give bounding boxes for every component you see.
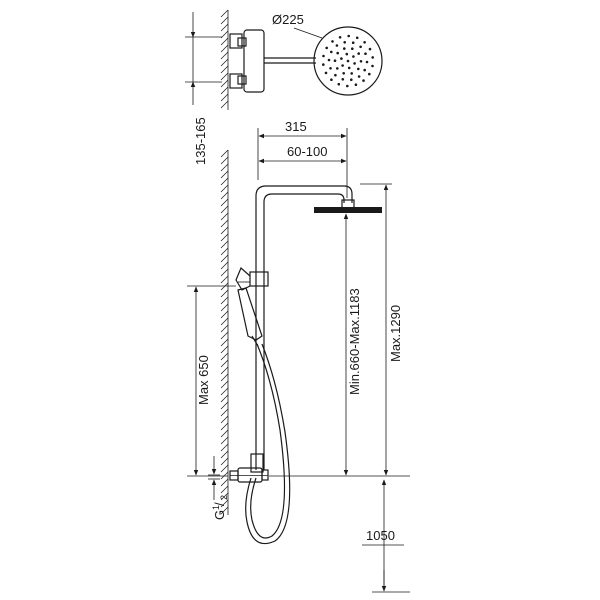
nozzle-dot	[336, 51, 340, 55]
nozzle-dot	[327, 58, 331, 62]
nozzle-dot	[342, 72, 346, 75]
arm-length-label: 315	[285, 119, 307, 134]
nozzle-dot	[324, 71, 328, 75]
nozzle-dot	[330, 50, 333, 54]
nozzle-dot	[325, 46, 329, 50]
nozzle-dot	[345, 52, 349, 56]
head-diameter-label: Ø225	[272, 12, 304, 27]
nozzle-dot	[357, 75, 361, 78]
flexible-hose	[250, 343, 286, 539]
nozzle-dot	[347, 34, 351, 38]
valve-centers-label: 135-165	[193, 117, 208, 165]
rail-max-label: Max 650	[196, 355, 211, 405]
nozzle-dot	[352, 55, 355, 58]
nozzle-dot	[347, 66, 351, 70]
nozzle-dot	[368, 72, 371, 76]
rain-head-plan	[313, 26, 383, 96]
nozzle-dot	[331, 40, 334, 43]
nozzle-dot	[368, 47, 372, 51]
nozzle-dot	[371, 56, 375, 59]
nozzle-dot	[338, 36, 342, 39]
nozzle-dot	[336, 67, 339, 70]
side-view: 315 60-100 Min.660-Max.1183 Max.1290 105…	[187, 119, 410, 593]
hand-shower	[237, 287, 263, 341]
svg-text:/: /	[212, 502, 227, 506]
nozzle-dot	[357, 52, 361, 55]
nozzle-dot	[334, 73, 337, 77]
top-view: 135-165 Ø225	[185, 9, 383, 165]
nozzle-dot	[341, 78, 345, 81]
floor-height-label: 1050	[366, 528, 395, 543]
nozzle-dot	[341, 64, 344, 67]
nozzle-dot	[354, 83, 358, 86]
nozzle-dot	[335, 44, 339, 47]
total-height-label: Max.1290	[388, 305, 403, 362]
nozzle-dot	[362, 79, 365, 82]
nozzle-dot	[357, 67, 360, 71]
nozzle-dot	[359, 45, 362, 49]
nozzle-dot	[365, 60, 369, 64]
nozzle-dot	[371, 64, 374, 68]
nozzle-dot	[343, 47, 346, 50]
side-wall-hatch	[220, 149, 229, 515]
nozzle-dot	[355, 36, 359, 40]
nozzle-dot	[353, 62, 356, 65]
arm-adjust-label: 60-100	[287, 144, 327, 159]
nozzle-dot	[337, 82, 341, 86]
nozzle-dot	[322, 63, 325, 66]
nozzle-dot	[351, 47, 354, 50]
head-height-label: Min.660-Max.1183	[347, 288, 362, 395]
nozzle-dot	[350, 72, 354, 75]
column-pipe	[255, 185, 353, 470]
nozzle-dot	[351, 41, 355, 44]
top-wall-hatch	[220, 9, 229, 109]
nozzle-dot	[346, 59, 350, 63]
nozzle-dot	[330, 78, 333, 81]
nozzle-dot	[364, 52, 367, 55]
rain-head-nozzles	[322, 34, 375, 88]
svg-text:G: G	[212, 510, 227, 520]
rain-head-side	[314, 207, 382, 213]
nozzle-dot	[322, 54, 325, 58]
nozzle-dot	[340, 57, 343, 60]
nozzle-dot	[333, 59, 337, 62]
nozzle-dot	[329, 67, 332, 70]
nozzle-dot	[363, 68, 367, 72]
nozzle-dot	[343, 41, 347, 44]
nozzle-dot	[346, 84, 349, 88]
thread-size-label: G 1 / 2	[211, 495, 229, 520]
svg-text:1: 1	[211, 505, 221, 510]
nozzle-dot	[359, 60, 363, 63]
svg-text:2: 2	[219, 495, 229, 500]
nozzle-dot	[350, 78, 353, 81]
nozzle-dot	[363, 41, 366, 44]
